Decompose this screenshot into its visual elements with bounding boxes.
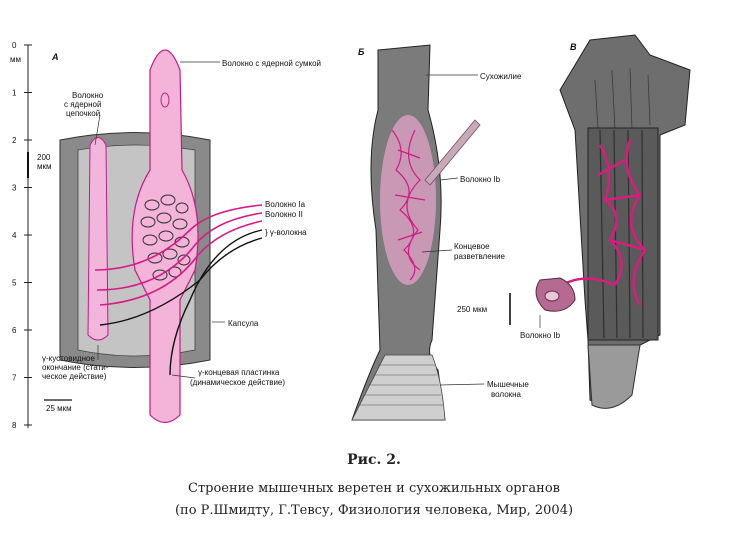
label-capsule: Капсула [228,319,259,328]
panel-c-letter: В [570,42,577,52]
label-fiber-ib-c: Волокно Ib [520,331,561,340]
scale-tick-label: 0 [12,41,17,50]
panel-a-spindle: А [42,50,321,423]
label-fiber-ib-b: Волокно Ib [460,175,501,184]
scale-tick-label: 8 [12,421,17,430]
scale-tick-label: 2 [12,136,17,145]
panel-c-tendon-detail: В 250 мкм Волокно Ib [457,35,690,408]
scale-tick-label: 7 [12,374,17,383]
label-tendon: Сухожилие [480,72,522,81]
label-nuclear-bag-fiber: Волокно с ядерной сумкой [222,59,321,68]
label-terminal-branching: Концевое разветвление [454,242,506,261]
figure-caption: Рис. 2. Строение мышечных веретен и сухо… [0,452,748,522]
scale-unit-label: мм [10,55,21,64]
caption-line-1: Строение мышечных веретен и сухожильных … [0,478,748,500]
caption-title: Рис. 2. [0,452,748,468]
panel-a-letter: А [51,52,59,62]
label-nuclear-chain-fiber: Волокно с ядерной цепочкой [64,91,105,118]
scale-tick-label: 1 [12,89,17,98]
panel-b-tendon-organ: Б Сухожилие Волокно Ib Концевое разветвл… [352,45,531,420]
scale-25um-label: 25 мкм [46,404,72,413]
scale-tick-label: 5 [12,279,17,288]
panel-b-letter: Б [358,47,365,57]
label-250um: 250 мкм [457,305,487,314]
scale-tick-label: 6 [12,326,17,335]
label-muscle-fibers: Мышечные волокна [487,380,531,399]
caption-line-2: (по Р.Шмидту, Г.Тевсу, Физиология челове… [0,500,748,522]
label-gamma-end-plate: γ-концевая пластинка (динамическое дейст… [190,368,285,387]
scale-tick-label: 3 [12,184,17,193]
scale-tick-label: 4 [12,231,17,240]
label-fiber-ia: Волокно Ia [265,200,306,209]
label-fiber-ii: Волокно II [265,210,303,219]
label-gamma-fibers: } γ-волокна [265,228,307,237]
